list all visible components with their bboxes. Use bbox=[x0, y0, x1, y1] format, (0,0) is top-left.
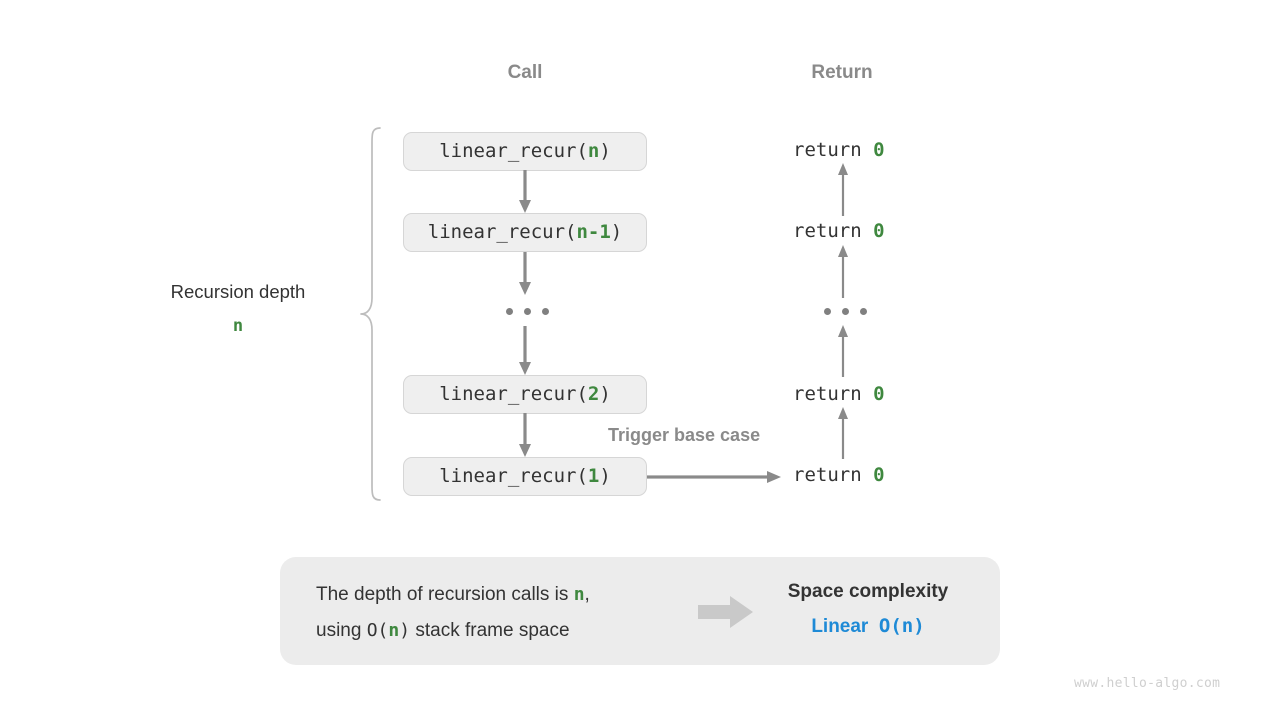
return-arrow-up-icon bbox=[835, 245, 851, 298]
watermark-url: www.hello-algo.com bbox=[1074, 676, 1221, 691]
call-frame-arg: n-1 bbox=[576, 221, 611, 243]
call-frame-prefix: linear_recur( bbox=[439, 140, 588, 162]
call-frame-prefix: linear_recur( bbox=[439, 465, 588, 487]
summary-panel: The depth of recursion calls is n, using… bbox=[280, 557, 1000, 665]
return-arrow-up-icon bbox=[835, 163, 851, 216]
call-frame-prefix: linear_recur( bbox=[439, 383, 588, 405]
dot-icon bbox=[842, 308, 849, 315]
return-keyword: return bbox=[793, 220, 874, 242]
dot-icon bbox=[824, 308, 831, 315]
call-arrow-down-icon bbox=[516, 413, 534, 458]
dot-icon bbox=[860, 308, 867, 315]
complexity-word: Linear bbox=[811, 616, 869, 637]
return-value: 0 bbox=[873, 383, 885, 405]
return-value: 0 bbox=[873, 220, 885, 242]
call-frame-suffix: ) bbox=[610, 221, 623, 243]
summary-line2-var: n bbox=[388, 620, 400, 641]
summary-result: Space complexity Linear O(n) bbox=[770, 575, 966, 644]
call-frame-suffix: ) bbox=[599, 383, 611, 405]
dot-icon bbox=[506, 308, 513, 315]
summary-arrow-right-icon bbox=[698, 595, 754, 629]
return-arrow-up-icon bbox=[835, 407, 851, 459]
return-column-header: Return bbox=[811, 62, 873, 83]
space-complexity-title: Space complexity bbox=[787, 581, 949, 602]
call-frame-box: linear_recur(n) bbox=[403, 132, 647, 171]
recursion-depth-brace bbox=[358, 126, 388, 502]
space-complexity-value: Linear O(n) bbox=[770, 609, 966, 644]
return-statement: return 0 bbox=[793, 139, 885, 161]
return-statement: return 0 bbox=[793, 220, 885, 242]
call-arrow-down-icon bbox=[516, 252, 534, 296]
return-keyword: return bbox=[793, 383, 874, 405]
call-column-header: Call bbox=[507, 62, 543, 83]
call-frame-box: linear_recur(2) bbox=[403, 375, 647, 414]
summary-line2-bigo-close: ) bbox=[399, 620, 411, 641]
dot-icon bbox=[524, 308, 531, 315]
call-frame-arg: n bbox=[587, 140, 600, 162]
return-arrow-up-icon bbox=[835, 325, 851, 377]
recursion-depth-value: n bbox=[232, 315, 244, 336]
return-statement: return 0 bbox=[793, 383, 885, 405]
summary-line2-text-b: stack frame space bbox=[410, 620, 570, 641]
return-keyword: return bbox=[793, 139, 874, 161]
trigger-arrow-right-icon bbox=[647, 468, 782, 486]
summary-line1-text-a: The depth of recursion calls is bbox=[316, 584, 574, 605]
return-keyword: return bbox=[793, 464, 874, 486]
summary-line-1: The depth of recursion calls is n, bbox=[316, 577, 590, 613]
call-frame-arg: 2 bbox=[587, 383, 600, 405]
complexity-bigo: O(n) bbox=[878, 615, 925, 637]
return-ellipsis-icon bbox=[824, 308, 867, 315]
recursion-depth-label: Recursion depth n bbox=[120, 281, 356, 336]
call-frame-prefix: linear_recur( bbox=[427, 221, 577, 243]
call-frame-suffix: ) bbox=[599, 140, 611, 162]
dot-icon bbox=[542, 308, 549, 315]
summary-description: The depth of recursion calls is n, using… bbox=[316, 577, 590, 649]
return-value: 0 bbox=[873, 464, 885, 486]
call-frame-arg: 1 bbox=[587, 465, 600, 487]
recursion-depth-text: Recursion depth bbox=[170, 281, 306, 302]
return-value: 0 bbox=[873, 139, 885, 161]
summary-line1-text-b: , bbox=[584, 584, 590, 605]
summary-line-2: using O(n) stack frame space bbox=[316, 613, 590, 649]
summary-line1-var: n bbox=[573, 584, 585, 605]
call-ellipsis-icon bbox=[506, 308, 549, 315]
return-statement: return 0 bbox=[793, 464, 885, 486]
summary-line2-text-a: using bbox=[316, 620, 367, 641]
call-frame-suffix: ) bbox=[599, 465, 611, 487]
call-frame-box: linear_recur(n-1) bbox=[403, 213, 647, 252]
call-frame-box: linear_recur(1) bbox=[403, 457, 647, 496]
trigger-base-case-label: Trigger base case bbox=[608, 425, 761, 445]
summary-line2-bigo-open: O( bbox=[366, 620, 389, 641]
call-arrow-down-icon bbox=[516, 170, 534, 214]
call-arrow-down-icon bbox=[516, 326, 534, 376]
